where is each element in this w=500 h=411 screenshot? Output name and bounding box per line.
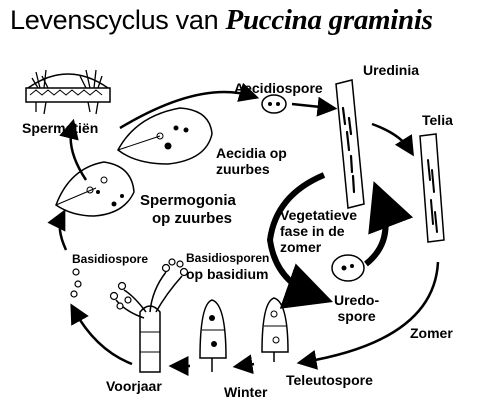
teleutospore-illustration: [261, 297, 289, 362]
spermogonia-leaf-illustration: [55, 161, 135, 217]
cycle-arrows: [47, 82, 440, 376]
label-vegetatieve-line2: fase in de: [280, 223, 345, 239]
label-basidiosporen-line2: op basidium: [186, 266, 269, 282]
label-spermogonia-line2: op zuurbes: [152, 210, 233, 227]
label-telia: Telia: [422, 112, 453, 128]
telia-stem-illustration: [419, 133, 445, 243]
arrow-vegetative-up: [364, 181, 414, 267]
label-winter: Winter: [224, 384, 268, 400]
uredinia-stem-illustration: [335, 79, 365, 209]
title-species: Puccina graminis: [225, 4, 433, 36]
label-uredo-line2: spore: [337, 308, 376, 324]
label-spermatien: Spermatiën: [22, 120, 99, 136]
arrow-aecidia-to-aecidiospore: [119, 82, 260, 130]
label-basidiosporen-line1: Basidiosporen: [186, 251, 270, 265]
arrow-vegetative-down: [266, 172, 333, 309]
arrow-spermogonia-to-spermatien: [59, 118, 88, 181]
title-prefix: Levenscyclus van: [10, 5, 219, 35]
label-aecidia: Aecidia op zuurbes: [216, 145, 287, 177]
label-spermogonia-line1: Spermogonia: [140, 192, 236, 209]
label-vegetatieve-line3: zomer: [280, 239, 322, 255]
arrow-teleutospore-to-winter: [232, 354, 255, 375]
vegetative-cycle-arrows: [266, 172, 414, 309]
diagram-title: Levenscyclus van Puccina graminis: [10, 4, 433, 37]
arrow-voorjaar-to-basidiospore: [70, 303, 133, 366]
aecidia-leaf-illustration: [117, 107, 213, 165]
label-aecidiospore: Aecidiospore: [234, 80, 323, 96]
label-uredospore: Uredo- spore: [334, 292, 379, 324]
label-uredinia: Uredinia: [363, 62, 420, 78]
label-spermogonia: Spermogonia op zuurbes: [140, 192, 236, 228]
arrow-telia-to-teleutospore: [296, 261, 440, 370]
label-uredo-line1: Uredo-: [334, 292, 380, 308]
winter-spore-illustration: [199, 299, 227, 372]
label-aecidia-line1: Aecidia op: [216, 145, 287, 161]
label-basidiospore: Basidiospore: [72, 252, 149, 266]
label-aecidia-line2: zuurbes: [216, 161, 270, 177]
aecidiospore-illustration: [261, 94, 287, 114]
label-vegetatieve-line1: Vegetatieve: [280, 207, 358, 223]
label-zomer: Zomer: [410, 325, 453, 341]
spermatien-illustration: [25, 69, 111, 115]
label-basidiosporen: Basidiosporen op basidium: [186, 250, 269, 282]
basidium-illustration: [109, 258, 189, 373]
arrow-basidiospore-to-spermogonia: [47, 209, 68, 251]
loose-basidiospores: [70, 268, 82, 298]
label-voorjaar: Voorjaar: [106, 378, 162, 394]
arrow-aecidiospore-to-uredinia: [291, 96, 338, 117]
arrow-uredinia-to-telia: [371, 122, 414, 157]
label-vegetatieve-fase: Vegetatieve fase in de zomer: [280, 207, 357, 255]
uredospore-illustration: [331, 254, 365, 282]
label-teleutospore: Teleutospore: [286, 372, 373, 388]
